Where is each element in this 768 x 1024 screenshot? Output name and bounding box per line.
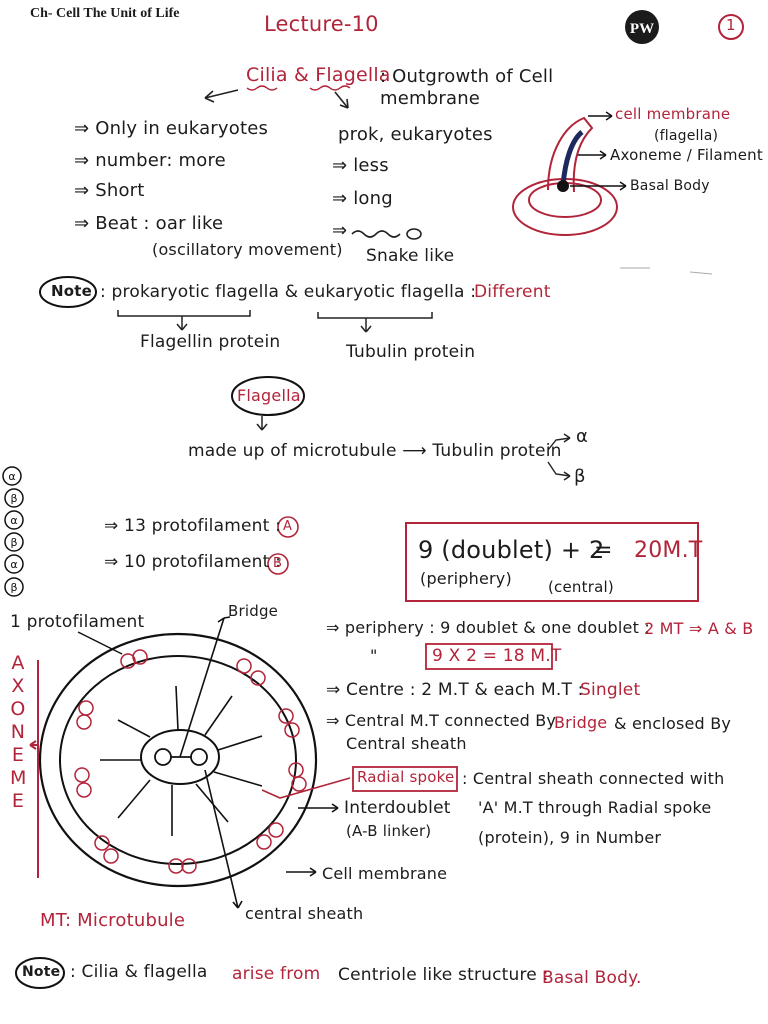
- left-point-1: ⇒ Only in eukaryotes: [74, 118, 269, 139]
- cell-membrane-label: Cell membrane: [322, 864, 448, 883]
- tubulin-protein: Tubulin protein: [346, 342, 476, 362]
- centre-note-red: Singlet: [580, 680, 641, 700]
- footer-red-2: Basal Body.: [542, 968, 642, 988]
- svg-text:β: β: [10, 581, 17, 594]
- protofilament-caption: 1 protofilament: [10, 612, 145, 632]
- chapter-heading: Ch- Cell The Unit of Life: [30, 6, 180, 21]
- lecture-title: Lecture-10: [264, 12, 379, 36]
- note-badge-1: [39, 276, 97, 308]
- badge-a: [277, 516, 299, 538]
- title-arrow-right: [334, 91, 349, 109]
- box-9x2: [425, 643, 553, 670]
- made-up-of: made up of microtubule ⟶ Tubulin protein: [188, 441, 562, 461]
- note-badge-2: [15, 957, 65, 989]
- formula-main: 9 (doublet) + 2: [418, 536, 605, 564]
- formula-equals: =: [594, 538, 613, 563]
- svg-text:PW: PW: [630, 21, 654, 37]
- label-axoneme: Axoneme / Filament: [610, 146, 763, 164]
- svg-text:β: β: [10, 492, 17, 505]
- badge-b: [267, 553, 289, 575]
- periphery-note: ⇒ periphery : 9 doublet & one doublet :: [326, 618, 650, 637]
- left-point-3: ⇒ Short: [74, 180, 145, 201]
- ditto-mark: ": [370, 646, 378, 665]
- pw-logo: PW: [625, 10, 659, 44]
- footer-red-1: arise from: [232, 964, 321, 984]
- protofilament-chain: α β α β α β: [2, 466, 24, 597]
- note-1-highlight: Different: [474, 282, 551, 302]
- periphery-note-red: 2 MT ⇒ A & B: [644, 619, 754, 638]
- formula-result: 20M.T: [634, 538, 703, 563]
- flagellum-diagram: [512, 111, 627, 236]
- left-point-5: (oscillatory movement): [152, 240, 343, 259]
- flagella-badge: [231, 376, 305, 416]
- left-point-4: ⇒ Beat : oar like: [74, 213, 224, 234]
- right-point-3: ⇒ long: [332, 188, 393, 209]
- protofilament-10-badge: B: [273, 556, 283, 571]
- left-point-2: ⇒ number: more: [74, 150, 226, 171]
- footer-text-1: : Cilia & flagella: [70, 962, 208, 982]
- interdoublet-label: Interdoublet: [344, 798, 451, 818]
- radial-spoke-label: Radial spoke: [357, 768, 455, 786]
- svg-text:α: α: [8, 470, 15, 483]
- radial-note-3: (protein), 9 in Number: [478, 828, 662, 847]
- svg-text:β: β: [10, 536, 17, 549]
- svg-text:α: α: [10, 558, 17, 571]
- formula-central: (central): [548, 578, 614, 596]
- bridge-label: Bridge: [228, 602, 279, 620]
- label-basal-body: Basal Body: [630, 178, 710, 194]
- central-sheath-label: central sheath: [245, 904, 364, 923]
- centre-note: ⇒ Centre : 2 M.T & each M.T :: [326, 680, 584, 700]
- label-cell-membrane: cell membrane: [615, 105, 731, 123]
- note-1-badge-text: Note: [51, 282, 93, 300]
- note-2-badge-text: Note: [22, 964, 61, 980]
- formula-periphery: (periphery): [420, 569, 512, 588]
- label-flagella: (flagella): [654, 128, 719, 144]
- right-point-1: prok, eukaryotes: [338, 124, 493, 145]
- right-point-2: ⇒ less: [332, 155, 389, 176]
- formula-box: [405, 522, 699, 602]
- beta-label: β: [574, 466, 586, 487]
- snake-wave: [351, 230, 401, 238]
- central-mt-note-2: & enclosed By: [614, 714, 732, 733]
- axoneme-side-label: AXONEME: [10, 652, 27, 812]
- svg-text:α: α: [10, 514, 17, 527]
- protofilament-10: ⇒ 10 protofilament :: [104, 552, 281, 572]
- note-1-text: : prokaryotic flagella & eukaryotic flag…: [100, 282, 477, 302]
- radial-note-2: 'A' M.T through Radial spoke: [478, 798, 712, 817]
- right-point-4: ⇒: [332, 220, 348, 241]
- title-arrow-left: [204, 89, 239, 99]
- nine-by-two: 9 X 2 = 18 M.T: [432, 646, 562, 666]
- ab-linker-label: (A-B linker): [346, 822, 432, 840]
- protofilament-13: ⇒ 13 protofilament :: [104, 516, 281, 536]
- topic-definition: : Outgrowth of Cell membrane: [380, 66, 554, 109]
- axoneme-cross-section: [38, 616, 351, 909]
- radial-note-1: : Central sheath connected with: [462, 769, 725, 788]
- radial-spoke-box: [352, 766, 458, 792]
- alpha-label: α: [576, 426, 589, 447]
- right-point-5: Snake like: [366, 246, 455, 266]
- central-mt-note: ⇒ Central M.T connected By: [326, 711, 557, 730]
- central-mt-bridge: Bridge: [554, 713, 608, 732]
- flagellin-protein: Flagellin protein: [140, 332, 281, 352]
- protofilament-13-badge: A: [283, 519, 293, 534]
- mt-legend: MT: Microtubule: [40, 910, 186, 931]
- flagella-badge-text: Flagella: [237, 386, 301, 405]
- footer-text-2: Centriole like structure :: [338, 965, 549, 985]
- page-number: 1: [726, 16, 736, 34]
- topic-title: Cilia & Flagella: [246, 64, 391, 86]
- central-mt-note-3: Central sheath: [346, 734, 467, 753]
- page-number-circle: [718, 14, 744, 40]
